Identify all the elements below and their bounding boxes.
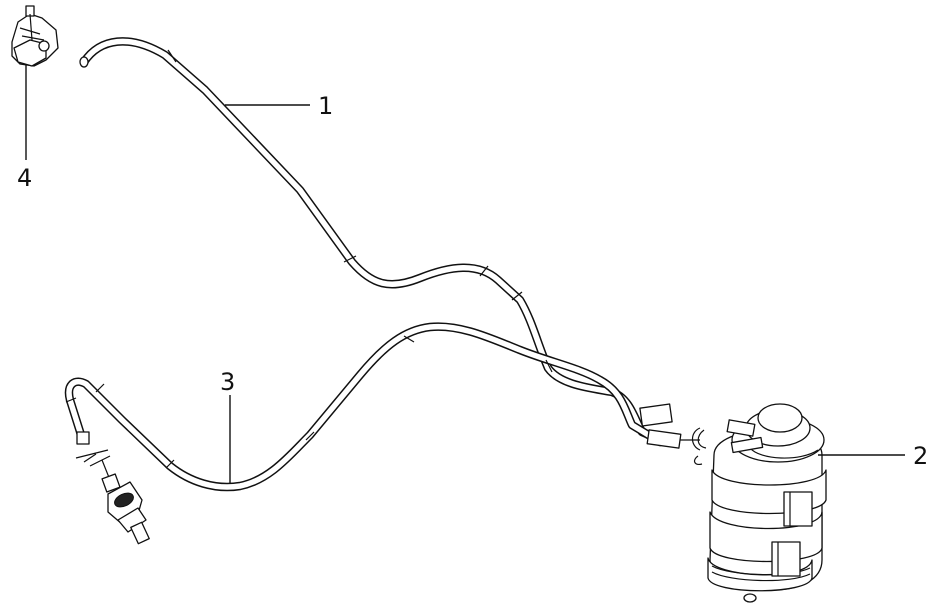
hose-1-open-end <box>79 56 89 68</box>
callout-1: 1 <box>318 92 333 120</box>
check-valve-fitting <box>75 449 150 545</box>
callout-2: 2 <box>913 442 928 470</box>
purge-valve-part-4 <box>11 5 59 67</box>
hose-3-end-connector <box>76 431 90 445</box>
hose-3 <box>64 322 682 492</box>
hose-1-connector <box>639 403 673 427</box>
hose-1 <box>79 37 673 443</box>
callout-3: 3 <box>220 368 235 396</box>
hose-clip <box>680 427 707 465</box>
canister-part-2 <box>707 403 827 603</box>
hose-3-connector <box>646 429 682 449</box>
callout-4: 4 <box>17 164 32 192</box>
